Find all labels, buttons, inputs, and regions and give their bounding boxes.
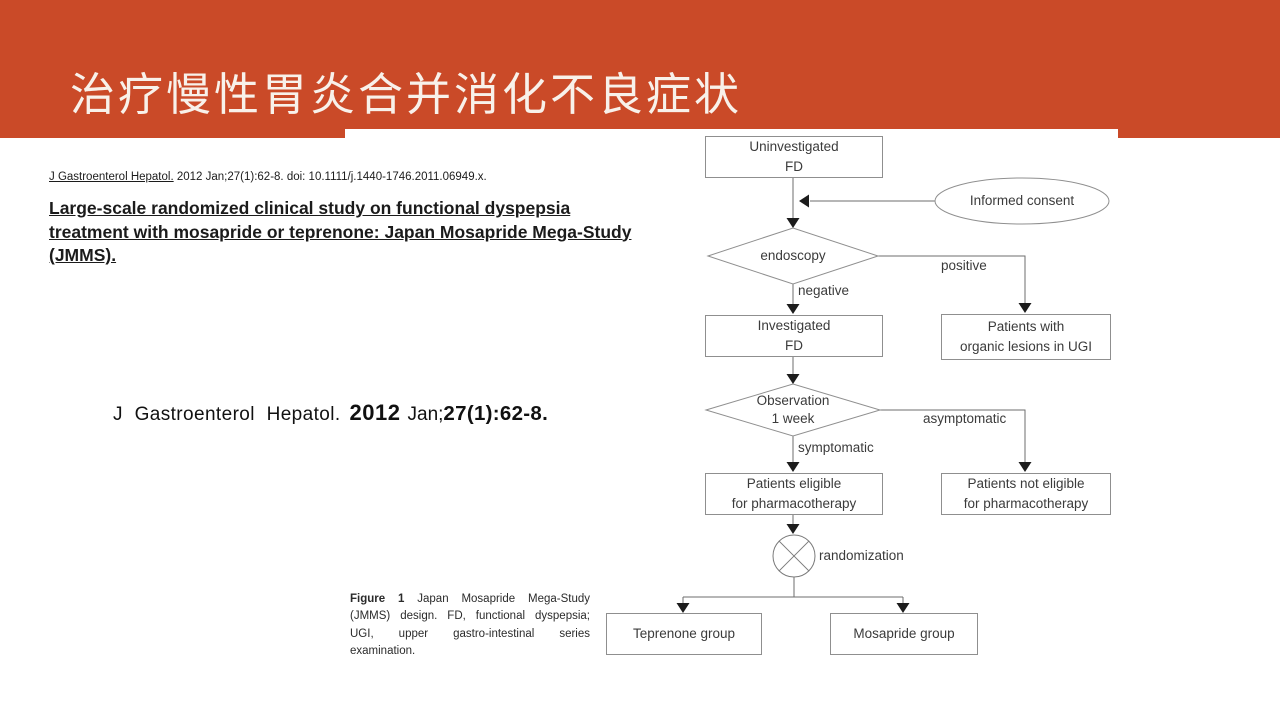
node-observation: Observation 1 week: [756, 393, 830, 426]
node-teprenone-group: Teprenone group: [606, 613, 762, 655]
citation-rest: 2012 Jan;27(1):62-8. doi: 10.1111/j.1440…: [173, 171, 487, 183]
citation-top: J Gastroenterol Hepatol. 2012 Jan;27(1):…: [49, 171, 487, 183]
paper-title-line-1[interactable]: Large-scale randomized clinical study on…: [49, 198, 571, 218]
node-mosapride-group: Mosapride group: [830, 613, 978, 655]
paper-title-line-2[interactable]: treatment with mosapride or teprenone: J…: [49, 221, 632, 242]
citation-mid-journal: J Gastroenterol Hepatol.: [113, 404, 341, 425]
figure-caption-line-1-text: Japan Mosapride Mega-Study: [417, 593, 591, 605]
citation-mid-month: Jan;: [407, 404, 444, 425]
node-informed-consent: Informed consent: [969, 193, 1075, 209]
figure-caption-line-2: (JMMS) design. FD, functional dyspepsia;: [350, 610, 590, 623]
edge-label-positive: positive: [941, 258, 987, 273]
paper-title: Large-scale randomized clinical study on…: [49, 197, 631, 268]
edge-label-negative: negative: [798, 283, 850, 298]
figure-caption-line-4: examination.: [350, 644, 416, 657]
edge-label-randomization: randomization: [819, 548, 904, 563]
edge-label-symptomatic: symptomatic: [798, 440, 874, 455]
citation-mid-year: 2012: [349, 400, 401, 425]
figure-caption: Figure 1 Japan Mosapride Mega-Study (JMM…: [350, 591, 590, 660]
node-eligible: Patients eligible for pharmacotherapy: [705, 473, 883, 515]
node-uninvestigated-fd: Uninvestigated FD: [705, 136, 883, 178]
citation-mid: J Gastroenterol Hepatol. 2012 Jan;27(1):62…: [113, 400, 548, 426]
node-organic-lesions: Patients with organic lesions in UGI: [941, 314, 1111, 360]
node-investigated-fd: Investigated FD: [705, 315, 883, 357]
node-endoscopy: endoscopy: [760, 248, 826, 264]
figure-caption-line-1: Figure 1 Japan Mosapride Mega-Study: [350, 591, 590, 608]
header-band: [0, 0, 1280, 138]
citation-mid-pages: 27(1):62-8.: [443, 402, 549, 425]
paper-title-line-3[interactable]: (JMMS).: [49, 245, 117, 265]
citation-journal-link[interactable]: J Gastroenterol Hepatol.: [49, 171, 174, 183]
slide-title: 治疗慢性胃炎合并消化不良症状: [70, 68, 743, 121]
figure-caption-label: Figure 1: [350, 593, 405, 605]
edge-label-asymptomatic: asymptomatic: [923, 411, 1007, 426]
node-not-eligible: Patients not eligible for pharmacotherap…: [941, 473, 1111, 515]
figure-caption-line-3: UGI, upper gastro-intestinal series: [350, 627, 590, 640]
